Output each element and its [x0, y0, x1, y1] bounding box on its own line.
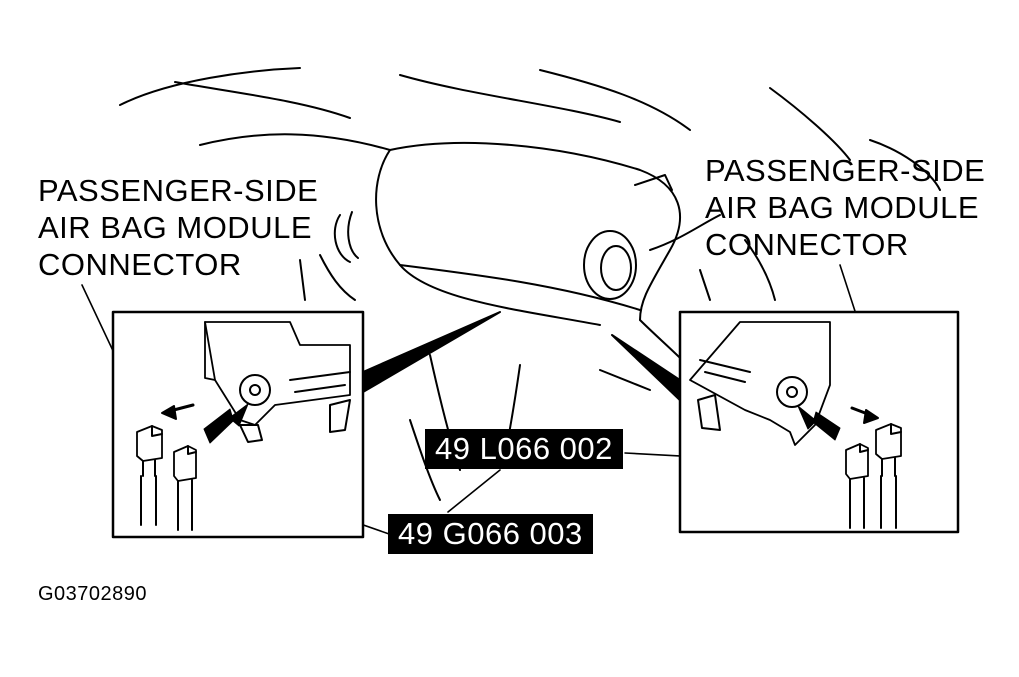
figure-id: G03702890: [38, 583, 148, 605]
left-callout-line-1: PASSENGER-SIDE: [38, 173, 319, 208]
bolt-icon: [776, 376, 808, 408]
push-arrow-icon: [797, 405, 841, 441]
push-arrow-icon: [203, 403, 249, 444]
tool-label-l066: 49 L066 002: [425, 429, 623, 469]
bolt-icon: [239, 374, 271, 406]
callout-wedges: [362, 311, 701, 406]
dashboard-outline: [119, 67, 941, 501]
right-inset: [678, 310, 960, 534]
right-callout-line-3: CONNECTOR: [705, 227, 909, 262]
pull-arrow-icon: [161, 405, 177, 420]
left-callout-line-2: AIR BAG MODULE: [38, 210, 312, 245]
tool-label-g066: 49 G066 003: [388, 514, 593, 554]
pull-arrow-icon: [863, 409, 879, 424]
right-callout-line-1: PASSENGER-SIDE: [705, 153, 986, 188]
left-inset: [111, 310, 365, 539]
right-callout-line-2: AIR BAG MODULE: [705, 190, 979, 225]
left-callout-line-3: CONNECTOR: [38, 247, 242, 282]
